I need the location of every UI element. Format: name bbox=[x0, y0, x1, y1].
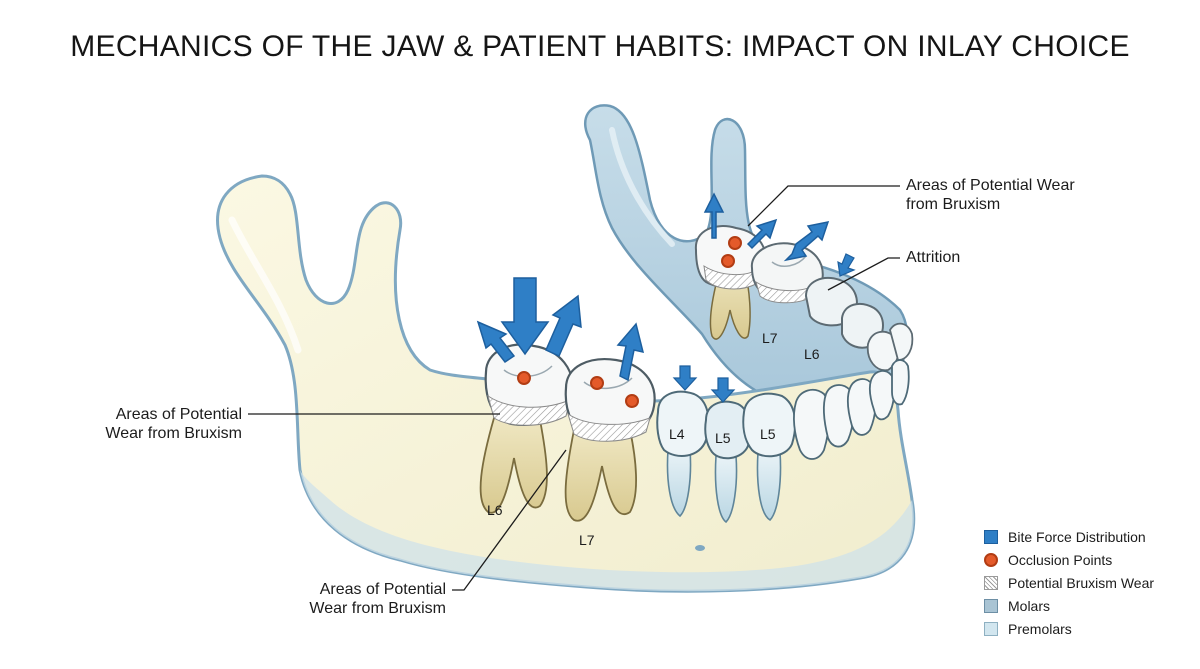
legend-item-occlusion: Occlusion Points bbox=[984, 548, 1154, 571]
legend-item-molars: Molars bbox=[984, 594, 1154, 617]
callout-upper-wear-line1: Areas of Potential Wear bbox=[906, 177, 1075, 194]
upper-jaw bbox=[584, 104, 914, 409]
hatch-swatch-icon bbox=[984, 575, 998, 590]
lower-jaw bbox=[216, 174, 916, 593]
callout-left-wear-line2: Wear from Bruxism bbox=[105, 425, 242, 442]
leader-upper-wear bbox=[747, 185, 900, 227]
occlusion-point-l6 bbox=[517, 371, 531, 385]
force-arrow-down-l4 bbox=[672, 365, 698, 391]
force-arrow-double-upper bbox=[783, 221, 830, 262]
callout-upper-wear: Areas of Potential Wear from Bruxism bbox=[906, 176, 1075, 214]
tooth-label-upper-l6: L6 bbox=[804, 346, 820, 362]
tooth-label-lower-l7: L7 bbox=[579, 532, 595, 548]
lower-premolar-l5-b bbox=[742, 392, 797, 522]
callout-bottom-wear-line2: Wear from Bruxism bbox=[309, 600, 446, 617]
legend-label-bite-force: Bite Force Distribution bbox=[1008, 528, 1146, 545]
lower-anterior-teeth bbox=[793, 359, 910, 460]
tooth-label-lower-l6: L6 bbox=[487, 502, 503, 518]
legend-label-premolars: Premolars bbox=[1008, 620, 1072, 637]
force-arrow-down-large bbox=[500, 277, 550, 356]
leader-attrition bbox=[827, 257, 900, 291]
force-arrow-down-l5 bbox=[710, 377, 736, 403]
tooth-label-lower-l5-a: L5 bbox=[715, 430, 731, 446]
force-arrow-up-upper-1 bbox=[703, 192, 725, 239]
leader-bottom-wear bbox=[452, 449, 567, 591]
callout-upper-wear-line2: from Bruxism bbox=[906, 196, 1001, 213]
force-arrow-up-upper-2 bbox=[746, 218, 778, 250]
lower-premolar-l4 bbox=[656, 390, 710, 518]
tooth-label-lower-l4: L4 bbox=[669, 426, 685, 442]
occlusion-point-l7-b bbox=[625, 394, 639, 408]
callout-attrition-text: Attrition bbox=[906, 249, 961, 266]
occlusion-point-l7-a bbox=[590, 376, 604, 390]
occlusion-point-upper-b bbox=[721, 254, 735, 268]
callout-left-wear: Areas of Potential Wear from Bruxism bbox=[60, 405, 242, 443]
force-arrow-down-upper-premolar bbox=[837, 253, 856, 277]
molar-swatch-icon bbox=[984, 598, 998, 613]
force-arrow-up-l7 bbox=[616, 322, 645, 382]
upper-incisors bbox=[866, 322, 914, 372]
callout-leaders bbox=[248, 185, 900, 591]
premolar-swatch-icon bbox=[984, 621, 998, 636]
callout-bottom-wear: Areas of Potential Wear from Bruxism bbox=[262, 580, 446, 618]
lower-molar-l7 bbox=[564, 358, 656, 522]
occlusion-point-upper-a bbox=[728, 236, 742, 250]
upper-molar-l6 bbox=[750, 242, 824, 304]
legend-label-bruxism-wear: Potential Bruxism Wear bbox=[1008, 574, 1155, 591]
legend-item-bite-force: Bite Force Distribution bbox=[984, 525, 1154, 548]
occlusion-point-swatch-icon bbox=[984, 552, 998, 567]
occlusion-points bbox=[517, 236, 742, 408]
callout-left-wear-line1: Areas of Potential bbox=[115, 406, 242, 423]
lower-premolar-l5-a bbox=[704, 400, 751, 524]
callout-bottom-wear-line1: Areas of Potential bbox=[319, 581, 446, 598]
bite-force-arrows bbox=[476, 192, 856, 403]
force-arrow-up-right-l6 bbox=[545, 294, 582, 358]
page-title: MECHANICS OF THE JAW & PATIENT HABITS: I… bbox=[70, 30, 1130, 63]
mental-foramen bbox=[695, 545, 705, 551]
legend-label-occlusion: Occlusion Points bbox=[1008, 551, 1113, 568]
tooth-label-upper-l7: L7 bbox=[762, 330, 778, 346]
legend: Bite Force Distribution Occlusion Points… bbox=[984, 525, 1154, 640]
force-arrow-up-left bbox=[476, 320, 516, 364]
legend-item-bruxism-wear: Potential Bruxism Wear bbox=[984, 571, 1154, 594]
tooth-label-lower-l5-b: L5 bbox=[760, 426, 776, 442]
callout-attrition: Attrition bbox=[906, 248, 960, 267]
legend-item-premolars: Premolars bbox=[984, 617, 1154, 640]
bite-force-swatch-icon bbox=[984, 529, 998, 544]
legend-label-molars: Molars bbox=[1008, 597, 1051, 614]
